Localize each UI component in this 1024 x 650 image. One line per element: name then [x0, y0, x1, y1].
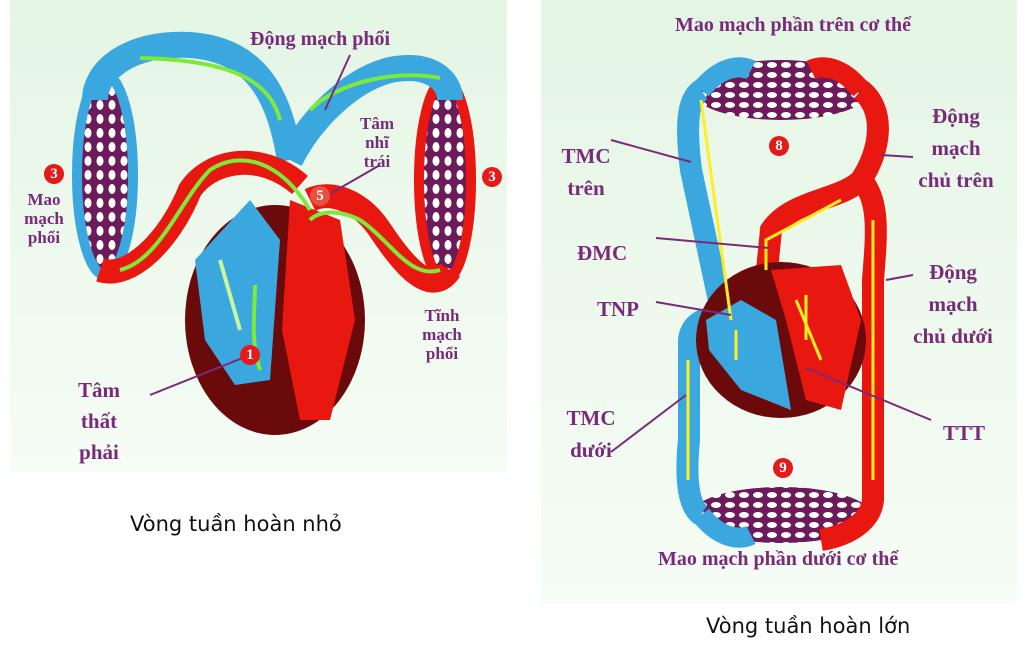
right-heart — [195, 200, 280, 385]
label-pulmonary-artery: Động mạch phổi — [250, 28, 391, 50]
caption-large-circulation: Vòng tuần hoàn lớn — [706, 614, 911, 638]
right-heart — [706, 300, 791, 410]
label-upper-capillary: Mao mạch phần trên cơ thể — [675, 14, 912, 36]
label-left-atrium: Tâm nhĩ trái — [360, 114, 394, 171]
pulmonary-circulation-illustration — [72, 31, 476, 435]
label-pulmonary-vein: Tĩnh mạch phổi — [422, 306, 462, 363]
badge-9: 9 — [773, 458, 793, 478]
flow-arrows — [119, 56, 441, 371]
left-heart — [282, 200, 355, 420]
superior-vena-cava — [677, 80, 732, 313]
pointer-line — [324, 54, 351, 111]
badge-5: 5 — [310, 186, 330, 206]
pointer-line — [327, 164, 381, 196]
left-lung-capillary — [72, 70, 138, 280]
systemic-circulation-illustration — [610, 57, 932, 551]
flow-arrows — [686, 99, 875, 480]
systemic-circulation-panel: 8 9 Mao mạch phần trên cơ thể TMC trên Đ… — [541, 0, 1017, 604]
label-upper-aorta: Động mạch chủ trên — [918, 104, 994, 192]
label-aorta: ĐMC — [577, 241, 628, 265]
upper-aorta — [755, 81, 889, 282]
label-pulmonary-capillary: Mao mạch phổi — [24, 190, 64, 247]
label-lower-capillary: Mao mạch phần dưới cơ thể — [658, 548, 899, 570]
label-right-ventricle: Tâm thất phải — [78, 378, 120, 464]
right-lung-capillary — [414, 75, 476, 285]
badge-3-right: 3 — [482, 167, 502, 187]
label-left-ventricle: TTT — [943, 421, 986, 445]
badge-1: 1 — [240, 345, 260, 365]
pulmonary-circulation-panel: 1 5 3 3 Động mạch phổi Tâm nhĩ trái Mao … — [10, 0, 507, 472]
label-right-atrium: TNP — [597, 297, 639, 321]
caption-small-circulation: Vòng tuần hoàn nhỏ — [130, 512, 342, 536]
label-ivc: TMC dưới — [566, 406, 616, 462]
pointer-line — [149, 354, 251, 396]
badge-3-left: 3 — [44, 164, 64, 184]
label-svc: TMC trên — [561, 144, 611, 200]
left-heart — [771, 265, 861, 410]
badge-8: 8 — [769, 136, 789, 156]
pointer-lines — [610, 139, 932, 453]
pulmonary-vein-right — [304, 184, 460, 293]
label-lower-aorta: Động mạch chủ dưới — [913, 260, 993, 348]
